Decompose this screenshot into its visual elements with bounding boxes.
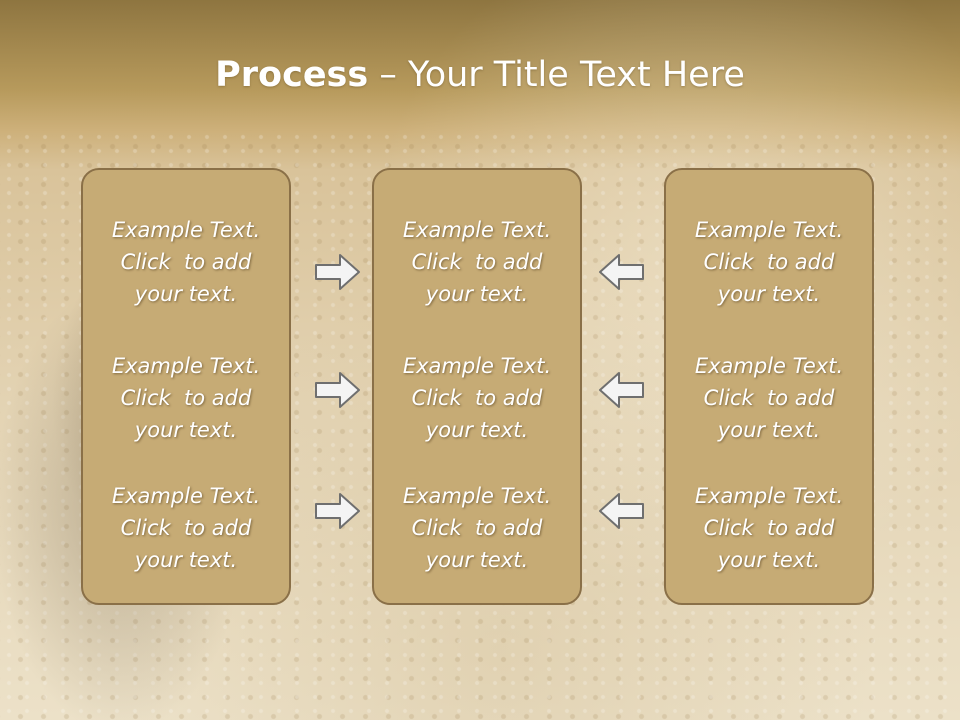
text-block[interactable]: Example Text. Click to add your text. [374, 480, 580, 576]
text-line: your text. [425, 418, 529, 442]
arrow-left-icon [599, 493, 644, 529]
process-box-right[interactable]: Example Text. Click to add your text. Ex… [664, 168, 874, 605]
text-line: Example Text. [694, 484, 844, 508]
text-line: Example Text. [402, 484, 552, 508]
text-block[interactable]: Example Text. Click to add your text. [666, 480, 872, 576]
process-box-center[interactable]: Example Text. Click to add your text. Ex… [372, 168, 582, 605]
text-block[interactable]: Example Text. Click to add your text. [374, 214, 580, 310]
text-line: your text. [717, 548, 821, 572]
text-line: your text. [425, 282, 529, 306]
title-rest: – Your Title Text Here [368, 55, 745, 95]
text-line: your text. [717, 282, 821, 306]
text-block[interactable]: Example Text. Click to add your text. [374, 350, 580, 446]
text-line: your text. [425, 548, 529, 572]
text-line: Example Text. [402, 218, 552, 242]
text-line: Click to add [120, 250, 252, 274]
text-line: your text. [134, 548, 238, 572]
text-line: your text. [134, 418, 238, 442]
text-line: Example Text. [402, 354, 552, 378]
arrow-right-icon [315, 254, 360, 290]
text-line: Click to add [703, 250, 835, 274]
text-line: Click to add [120, 386, 252, 410]
text-line: Example Text. [694, 354, 844, 378]
title-bold: Process [215, 55, 369, 95]
arrow-left-icon [599, 254, 644, 290]
text-block[interactable]: Example Text. Click to add your text. [83, 214, 289, 310]
text-block[interactable]: Example Text. Click to add your text. [666, 350, 872, 446]
arrow-left-icon [599, 372, 644, 408]
text-line: Example Text. [694, 218, 844, 242]
process-box-left[interactable]: Example Text. Click to add your text. Ex… [81, 168, 291, 605]
text-block[interactable]: Example Text. Click to add your text. [83, 480, 289, 576]
text-line: Click to add [411, 386, 543, 410]
arrow-right-icon [315, 372, 360, 408]
text-line: your text. [134, 282, 238, 306]
text-line: Click to add [703, 516, 835, 540]
text-line: Click to add [411, 250, 543, 274]
text-line: Example Text. [111, 218, 261, 242]
text-line: Click to add [703, 386, 835, 410]
text-line: Click to add [411, 516, 543, 540]
text-line: Example Text. [111, 484, 261, 508]
text-line: your text. [717, 418, 821, 442]
text-block[interactable]: Example Text. Click to add your text. [83, 350, 289, 446]
text-block[interactable]: Example Text. Click to add your text. [666, 214, 872, 310]
text-line: Example Text. [111, 354, 261, 378]
text-line: Click to add [120, 516, 252, 540]
arrow-right-icon [315, 493, 360, 529]
slide-title[interactable]: Process – Your Title Text Here [0, 52, 960, 98]
